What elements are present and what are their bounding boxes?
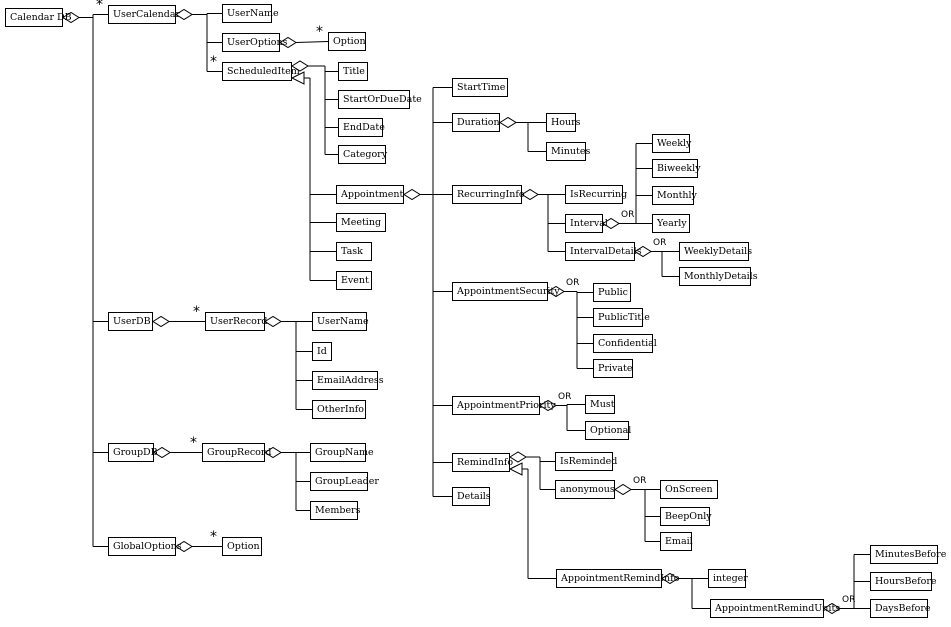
node-other-info[interactable]: OtherInfo [312, 400, 366, 419]
node-is-reminded[interactable]: IsReminded [555, 452, 617, 471]
node-hours-before[interactable]: HoursBefore [870, 572, 937, 591]
aggregation-diamond-icon [499, 116, 517, 129]
node-biweekly[interactable]: Biweekly [652, 159, 701, 178]
node-on-screen[interactable]: OnScreen [660, 480, 718, 499]
node-is-recurring[interactable]: IsRecurring [565, 185, 627, 204]
node-start-time[interactable]: StartTime [452, 78, 508, 97]
node-appointment-remind-info[interactable]: AppointmentRemindInfo [556, 569, 679, 588]
node-email[interactable]: Email [660, 532, 693, 551]
or-label: OR [566, 277, 580, 288]
node-id[interactable]: Id [312, 342, 332, 361]
node-option2[interactable]: Option [222, 537, 262, 556]
node-category[interactable]: Category [338, 145, 387, 164]
node-hours[interactable]: Hours [546, 113, 581, 132]
node-title[interactable]: Title [338, 62, 368, 81]
node-calendar-db[interactable]: Calendar DB [5, 8, 72, 27]
multiplicity-many-label: * [210, 529, 217, 545]
node-group-record[interactable]: GroupRecord [202, 443, 272, 462]
node-anonymous[interactable]: anonymous [555, 480, 615, 499]
node-user-calendar[interactable]: UserCalendar [108, 5, 180, 24]
aggregation-diamond-icon [614, 483, 632, 496]
node-user-record[interactable]: UserRecord [205, 312, 267, 331]
node-event[interactable]: Event [336, 271, 372, 290]
node-duration[interactable]: Duration [452, 113, 500, 132]
node-group-name[interactable]: GroupName [310, 443, 374, 462]
node-confidential[interactable]: Confidential [593, 334, 657, 353]
node-appointment-priority[interactable]: AppointmentPriority [452, 396, 556, 415]
node-appointment-security[interactable]: AppointmentSecurity [452, 282, 560, 301]
node-group-leader[interactable]: GroupLeader [310, 472, 379, 491]
or-label: OR [558, 391, 572, 402]
node-user-name[interactable]: UserName [222, 4, 279, 23]
node-meeting[interactable]: Meeting [336, 213, 386, 232]
aggregation-diamond-icon [403, 188, 421, 201]
node-start-or-due-date[interactable]: StartOrDueDate [338, 90, 422, 109]
node-weekly[interactable]: Weekly [652, 134, 691, 153]
or-label: OR [621, 209, 635, 220]
node-monthly-details[interactable]: MonthlyDetails [679, 267, 758, 286]
node-appointment-remind-units[interactable]: AppointmentRemindUnits [710, 599, 840, 618]
node-end-date[interactable]: EndDate [338, 118, 385, 137]
node-email-address[interactable]: EmailAddress [312, 371, 384, 390]
node-minutes-before[interactable]: MinutesBefore [870, 545, 946, 564]
node-option[interactable]: Option [328, 32, 366, 51]
node-minutes[interactable]: Minutes [546, 142, 590, 161]
or-label: OR [653, 237, 667, 248]
node-appointment[interactable]: Appointment [336, 185, 404, 204]
node-public-title[interactable]: PublicTitle [593, 308, 650, 327]
or-label: OR [633, 475, 647, 486]
node-integer[interactable]: integer [708, 569, 748, 588]
node-weekly-details[interactable]: WeeklyDetails [679, 242, 752, 261]
node-user-name2[interactable]: UserName [312, 312, 369, 331]
node-group-db[interactable]: GroupDB [108, 443, 158, 462]
node-recurring-info[interactable]: RecurringInfo [452, 185, 525, 204]
multiplicity-many-label: * [190, 435, 197, 451]
node-yearly[interactable]: Yearly [652, 214, 690, 233]
node-user-options[interactable]: UserOptions [222, 33, 287, 52]
or-label: OR [842, 594, 856, 605]
node-optional[interactable]: Optional [585, 421, 631, 440]
node-remind-info[interactable]: RemindInfo [452, 453, 513, 472]
node-public[interactable]: Public [593, 283, 631, 302]
node-members[interactable]: Members [310, 501, 360, 520]
multiplicity-many-label: * [193, 304, 200, 320]
node-monthly[interactable]: Monthly [652, 186, 697, 205]
node-beep-only[interactable]: BeepOnly [660, 507, 712, 526]
multiplicity-many-label: * [96, 0, 103, 13]
connector-line [295, 41, 329, 43]
node-interval-details[interactable]: IntervalDetails [565, 242, 642, 261]
node-must[interactable]: Must [585, 395, 615, 414]
node-days-before[interactable]: DaysBefore [870, 599, 931, 618]
node-user-db[interactable]: UserDB [108, 312, 153, 331]
node-private[interactable]: Private [593, 359, 633, 378]
multiplicity-many-label: * [210, 54, 217, 70]
node-details[interactable]: Details [452, 487, 491, 506]
node-task[interactable]: Task [336, 242, 372, 261]
multiplicity-many-label: * [316, 24, 323, 40]
node-interval[interactable]: Interval [565, 214, 608, 233]
aggregation-diamond-icon [152, 315, 170, 328]
node-global-options[interactable]: GlobalOptions [108, 537, 182, 556]
node-scheduled-item[interactable]: ScheduledItem [222, 62, 300, 81]
